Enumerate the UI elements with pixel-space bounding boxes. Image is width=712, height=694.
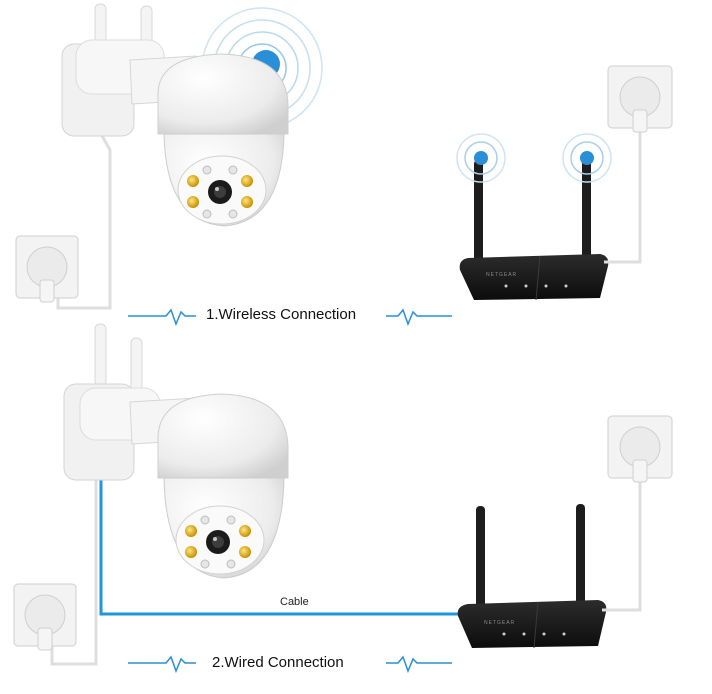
camera-power-cable [56, 131, 112, 310]
pulse-line-icon [128, 655, 196, 674]
wireless-connection-caption: 1.Wireless Connection [206, 306, 357, 323]
wired-section: NETGEAR [13, 323, 673, 674]
security-camera [61, 3, 289, 227]
power-socket [15, 235, 79, 303]
pulse-line-icon [128, 308, 196, 327]
power-socket [607, 415, 673, 483]
power-socket [607, 65, 673, 133]
pulse-line-icon [386, 308, 452, 327]
router-power-cable [604, 124, 642, 264]
camera-power-cable [50, 478, 98, 666]
router-power-cable [602, 480, 642, 612]
pulse-line-icon [386, 655, 452, 674]
router-wifi-signal-icon [456, 133, 612, 183]
router [457, 504, 607, 649]
wired-connection-caption: 2.Wired Connection [212, 654, 344, 671]
router [459, 160, 609, 301]
router-brand-label: NETGEAR [484, 620, 515, 626]
wireless-section: NETGEAR [15, 3, 673, 327]
security-camera [63, 323, 289, 579]
router-brand-label: NETGEAR [486, 272, 517, 278]
ethernet-cable [99, 478, 462, 616]
cable-label: Cable [280, 596, 309, 608]
power-socket [13, 583, 77, 651]
